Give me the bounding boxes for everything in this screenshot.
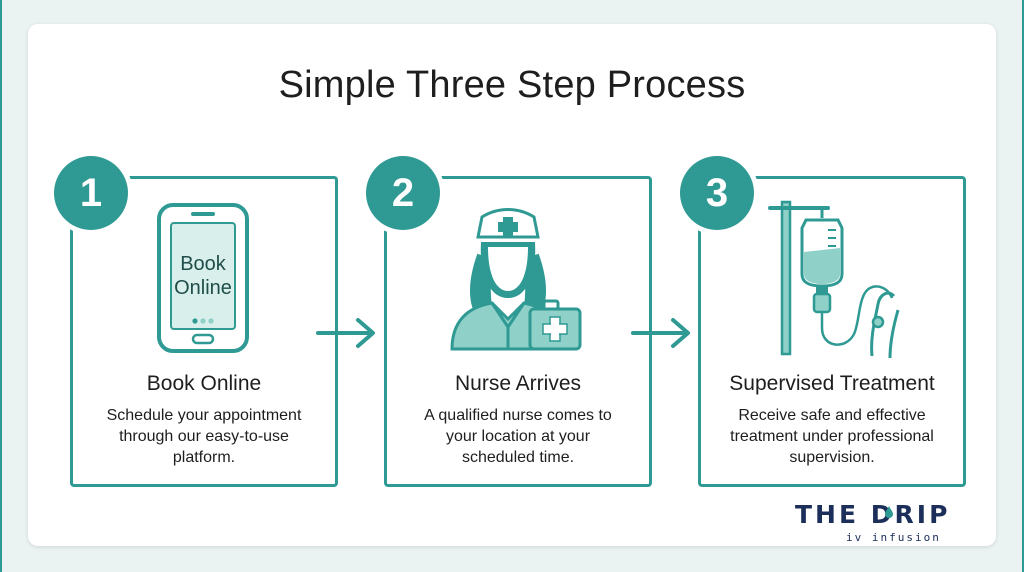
description-line: treatment under professional	[730, 428, 934, 445]
phone-screen-line: Online	[174, 277, 232, 299]
description-line: scheduled time.	[461, 449, 575, 466]
description-line: A qualified nurse comes to	[424, 407, 612, 424]
description-line: through our easy-to-use	[119, 428, 289, 445]
arrow-right-icon	[316, 318, 375, 348]
step-heading: Book Online	[146, 372, 262, 395]
brand-tagline: iv infusion	[846, 531, 941, 544]
step-description: Schedule your appointment through our ea…	[79, 405, 329, 468]
nurse-icon	[450, 208, 582, 351]
step-number-badge: 1	[54, 156, 128, 230]
description-line: Schedule your appointment	[106, 407, 302, 424]
page-title: Simple Three Step Process	[278, 64, 746, 106]
phone-screen-line: Book	[180, 253, 226, 275]
phone-screen-text: Book Online	[157, 252, 249, 300]
step-number-badge: 3	[680, 156, 754, 230]
description-line: Receive safe and effective	[738, 407, 926, 424]
description-line: platform.	[172, 449, 236, 466]
step-description: Receive safe and effective treatment und…	[707, 405, 957, 468]
brand-name-part: RIP	[894, 500, 951, 529]
step-heading: Nurse Arrives	[454, 372, 582, 395]
step-heading: Supervised Treatment	[729, 372, 935, 395]
droplet-icon	[885, 506, 893, 518]
step-number-badge: 2	[366, 156, 440, 230]
right-edge-line	[1022, 0, 1024, 572]
brand-logo: THE DRIP	[795, 500, 950, 529]
description-line: your location at your	[445, 428, 591, 445]
description-line: supervision.	[789, 449, 875, 466]
left-edge-line	[0, 0, 2, 572]
brand-name-part: THE D	[795, 500, 895, 529]
iv-drip-icon	[768, 200, 900, 358]
smartphone-icon	[157, 203, 249, 353]
step-description: A qualified nurse comes to your location…	[393, 405, 643, 468]
step-card-supervised-treatment	[698, 176, 966, 487]
arrow-right-icon	[631, 318, 690, 348]
